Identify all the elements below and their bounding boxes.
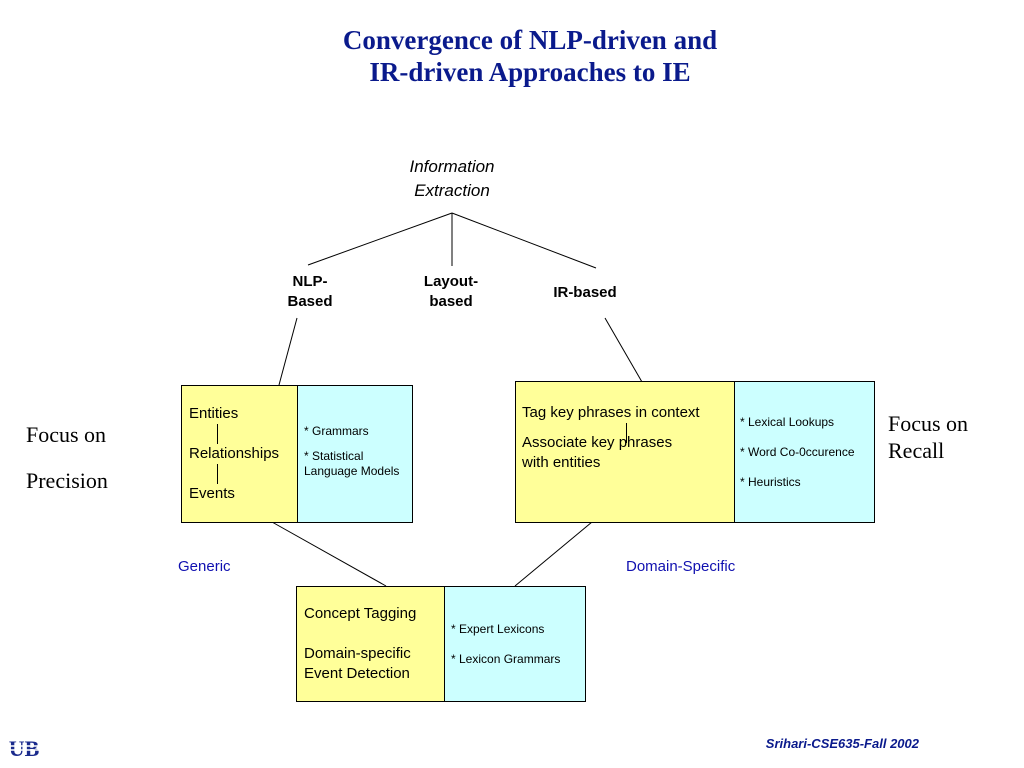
branch-layout-line-1: Layout- [423, 273, 479, 290]
spacer [304, 439, 412, 449]
item-entities: Entities [189, 405, 239, 422]
method-word-cooccurence: * Word Co-0ccurence [740, 445, 855, 459]
item-relationships: Relationships [189, 445, 280, 462]
root-line-2: Extraction [414, 181, 490, 200]
method-lexical-lookups: * Lexical Lookups [740, 415, 835, 429]
focus-recall-line-2: Recall [888, 438, 945, 463]
nlp-items-box: Entities Relationships Events [181, 385, 298, 523]
generic-label: Generic [178, 558, 231, 575]
root-node: Information Extraction [352, 155, 552, 203]
title-line-2: IR-driven Approaches to IE [369, 57, 691, 87]
item-domain-event-detection: Domain-specific Event Detection [304, 645, 411, 682]
slide-title: Convergence of NLP-driven and IR-driven … [0, 24, 1024, 88]
title-line-1: Convergence of NLP-driven and [342, 25, 718, 55]
domain-specific-label: Domain-Specific [626, 558, 736, 575]
item-tag-key-phrases: Tag key phrases in context [522, 404, 700, 421]
branch-layout-based: Layout- based [406, 272, 496, 312]
item-concept-tagging: Concept Tagging [304, 605, 417, 622]
method-expert-lexicons: * Expert Lexicons [451, 622, 545, 636]
connector-nlp-leftbox [278, 317, 298, 386]
connector-bar [626, 423, 627, 443]
footer-credit: Srihari-CSE635-Fall 2002 [765, 736, 919, 751]
nlp-methods-box: * Grammars * Statistical Language Models [297, 385, 413, 523]
focus-precision-line-2: Precision [26, 468, 108, 493]
branch-layout-line-2: based [429, 293, 473, 310]
connector-ir-rightbox [604, 317, 643, 383]
branch-nlp-line-1: NLP- [292, 273, 328, 290]
connector-bar [217, 464, 218, 484]
convergence-methods-box: * Expert Lexicons * Lexicon Grammars [444, 586, 586, 702]
method-heuristics: * Heuristics [740, 475, 801, 489]
spacer [451, 637, 585, 652]
convergence-items-box: Concept Tagging Domain-specific Event De… [296, 586, 446, 702]
connector-root-ir [451, 212, 597, 269]
method-lexicon-grammars: * Lexicon Grammars [451, 652, 561, 666]
branch-nlp-line-2: Based [287, 293, 333, 310]
root-line-1: Information [409, 157, 495, 176]
ir-methods-box: * Lexical Lookups * Word Co-0ccurence * … [734, 381, 875, 523]
connector-root-nlp [307, 212, 453, 266]
connector-rightbox-bottom [514, 521, 593, 587]
item-events: Events [189, 485, 235, 502]
spacer [304, 624, 445, 644]
spacer [740, 460, 874, 475]
connector-bar [217, 424, 218, 444]
ub-logo-icon: UB [2, 736, 46, 761]
focus-precision-line-1: Focus on [26, 422, 107, 447]
logo-text: UB [9, 736, 40, 761]
spacer [740, 430, 874, 445]
method-grammars: * Grammars [304, 424, 369, 438]
item-associate-key-phrases: Associate key phrases with entities [522, 434, 673, 471]
focus-precision-label: Focus on Precision [26, 412, 108, 504]
focus-recall-line-1: Focus on [888, 411, 969, 436]
method-statistical-lm: * Statistical Language Models [304, 449, 400, 478]
branch-nlp-based: NLP- Based [270, 272, 350, 312]
branch-ir-based: IR-based [540, 283, 630, 303]
ir-items-box: Tag key phrases in context Associate key… [515, 381, 735, 523]
branch-ir-line-1: IR-based [553, 284, 617, 301]
connector-leftbox-bottom [271, 521, 387, 587]
focus-recall-label: Focus on Recall [888, 410, 968, 464]
